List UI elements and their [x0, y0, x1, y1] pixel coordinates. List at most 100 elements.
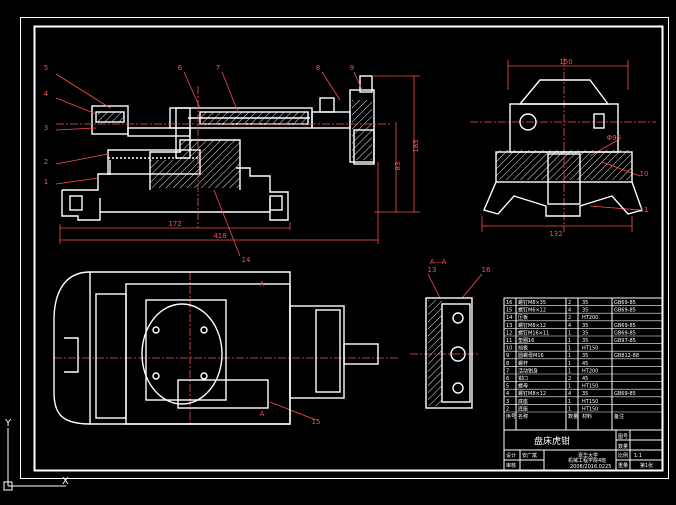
bom-cell-qty: 1	[568, 368, 571, 374]
weight-label: 重量	[618, 462, 628, 469]
sheet-value: 第1张	[640, 462, 653, 469]
side-view	[483, 79, 643, 217]
bom-cell-qty: 1	[568, 384, 571, 390]
top-view	[53, 271, 379, 425]
bom-cell-name: 螺钉M6×12	[518, 307, 546, 314]
bom-cell-name: 圆螺母M16	[518, 352, 544, 359]
bom-cell-qty: 1	[568, 361, 571, 367]
bom-header-name: 名称	[518, 413, 528, 420]
ucs-x-label: X	[62, 476, 69, 487]
bom-cell-name: 钳口	[518, 375, 528, 382]
balloon-7: 7	[216, 64, 220, 72]
bom-cell-note: GB69-85	[614, 391, 636, 397]
scale-value: 1:1	[634, 453, 642, 459]
bom-cell-no: 8	[506, 361, 509, 367]
bom-cell-name: 螺钉M8×35	[518, 299, 546, 306]
bom-cell-mat: 35	[582, 353, 588, 359]
dim-418: 418	[213, 232, 226, 240]
ucs-y-label: Y	[4, 418, 12, 429]
designer-name: 安广斌	[522, 452, 537, 459]
dept: 机械工程学院4班	[568, 457, 606, 464]
dim-150: 150	[559, 58, 572, 66]
bom-cell-no: 5	[506, 384, 509, 390]
date: 2008/2016.0225	[570, 464, 611, 470]
bom-cell-mat: HT150	[582, 399, 598, 405]
bom-cell-no: 2	[506, 406, 509, 412]
ucs-icon	[3, 428, 66, 491]
bom-cell-qty: 1	[568, 346, 571, 352]
bom-cell-no: 7	[506, 368, 509, 374]
bom-cell-name: 底座	[518, 398, 528, 405]
balloon-1: 1	[44, 178, 48, 186]
bom-cell-qty: 4	[568, 323, 571, 329]
balloon-10: 10	[640, 170, 649, 178]
front-view-hatch	[98, 100, 632, 188]
bom-cell-no: 16	[506, 300, 512, 306]
bom-cell-mat: HT150	[582, 346, 598, 352]
bom-cell-mat: 35	[582, 330, 588, 336]
bom-cell-no: 12	[506, 330, 512, 336]
bom-cell-qty: 1	[568, 338, 571, 344]
bom-cell-qty: 4	[568, 391, 571, 397]
bom-cell-mat: HT150	[582, 406, 598, 412]
bom-cell-name: 底座	[518, 405, 528, 412]
balloon-2: 2	[44, 158, 48, 166]
bom-cell-no: 3	[506, 399, 509, 405]
bom-cell-note: GB69-85	[614, 330, 636, 336]
bom-cell-note: GB812-88	[614, 353, 639, 359]
bom-cell-name: 螺杆	[518, 360, 528, 367]
bom-cell-name: 活动钳身	[518, 367, 538, 374]
bom-cell-no: 9	[506, 353, 509, 359]
dim-bore: Φ95	[607, 134, 621, 142]
balloon-14: 14	[242, 256, 251, 264]
bom-cell-mat: 45	[582, 376, 588, 382]
bom-cell-note: GB97-85	[614, 338, 636, 344]
bom-cell-qty: 1	[568, 399, 571, 405]
bom-cell-name: 螺钉M8×12	[518, 390, 546, 397]
dim-132: 132	[549, 230, 562, 238]
bom-cell-note: GB69-85	[614, 300, 636, 306]
section-mark-top: A	[260, 280, 265, 288]
balloon-5: 5	[44, 64, 48, 72]
dimension-lines	[59, 60, 633, 244]
bom-cell-no: 4	[506, 391, 509, 397]
bom-cell-no: 15	[506, 308, 512, 314]
bom-cell-mat: HT200	[582, 368, 598, 374]
outer-frame	[20, 17, 669, 479]
balloon-8: 8	[316, 64, 320, 72]
balloon-4: 4	[44, 90, 49, 98]
bom-cell-qty: 2	[568, 376, 571, 382]
bom-cell-no: 14	[506, 315, 512, 321]
dimension-texts: 172 418 185 83 150 132 Φ95 A—A A A	[168, 58, 621, 418]
section-aa-label: A—A	[430, 258, 447, 266]
bom-cell-no: 10	[506, 346, 512, 352]
dim-185: 185	[412, 139, 420, 152]
inner-frame	[33, 25, 664, 472]
balloon-13: 13	[428, 266, 437, 274]
balloon-16: 16	[482, 266, 491, 274]
balloon-11: 11	[640, 206, 649, 214]
bom-cell-note: GB69-85	[614, 308, 636, 314]
scale-label: 比例	[618, 452, 628, 459]
bom-cell-mat: 35	[582, 323, 588, 329]
bom-header-note: 备注	[614, 413, 624, 420]
bom-cell-qty: 4	[568, 308, 571, 314]
bom-cell-mat: 45	[582, 361, 588, 367]
bom-cell-no: 11	[506, 338, 512, 344]
bom-cell-mat: HT200	[582, 315, 598, 321]
drawing-title: 盘床虎钳	[534, 435, 570, 447]
qty-label: 数量	[618, 443, 628, 450]
bom-cell-name: 垫圈16	[518, 337, 534, 344]
bom-cell-name: 螺钉M16×11	[518, 329, 549, 336]
dim-172: 172	[168, 220, 181, 228]
bom-cell-qty: 2	[568, 300, 571, 306]
bom-cell-mat: 35	[582, 391, 588, 397]
part-balloons: 5 4 3 2 1 6 7 8 9 14 13 16 15 10 11	[44, 64, 649, 426]
section-aa-hatch	[428, 300, 442, 406]
bom-cell-qty: 2	[568, 315, 571, 321]
balloon-9: 9	[350, 64, 354, 72]
dim-83: 83	[394, 162, 402, 171]
section-mark-bottom: A	[260, 410, 265, 418]
bom-header-qty: 数量	[568, 413, 578, 420]
